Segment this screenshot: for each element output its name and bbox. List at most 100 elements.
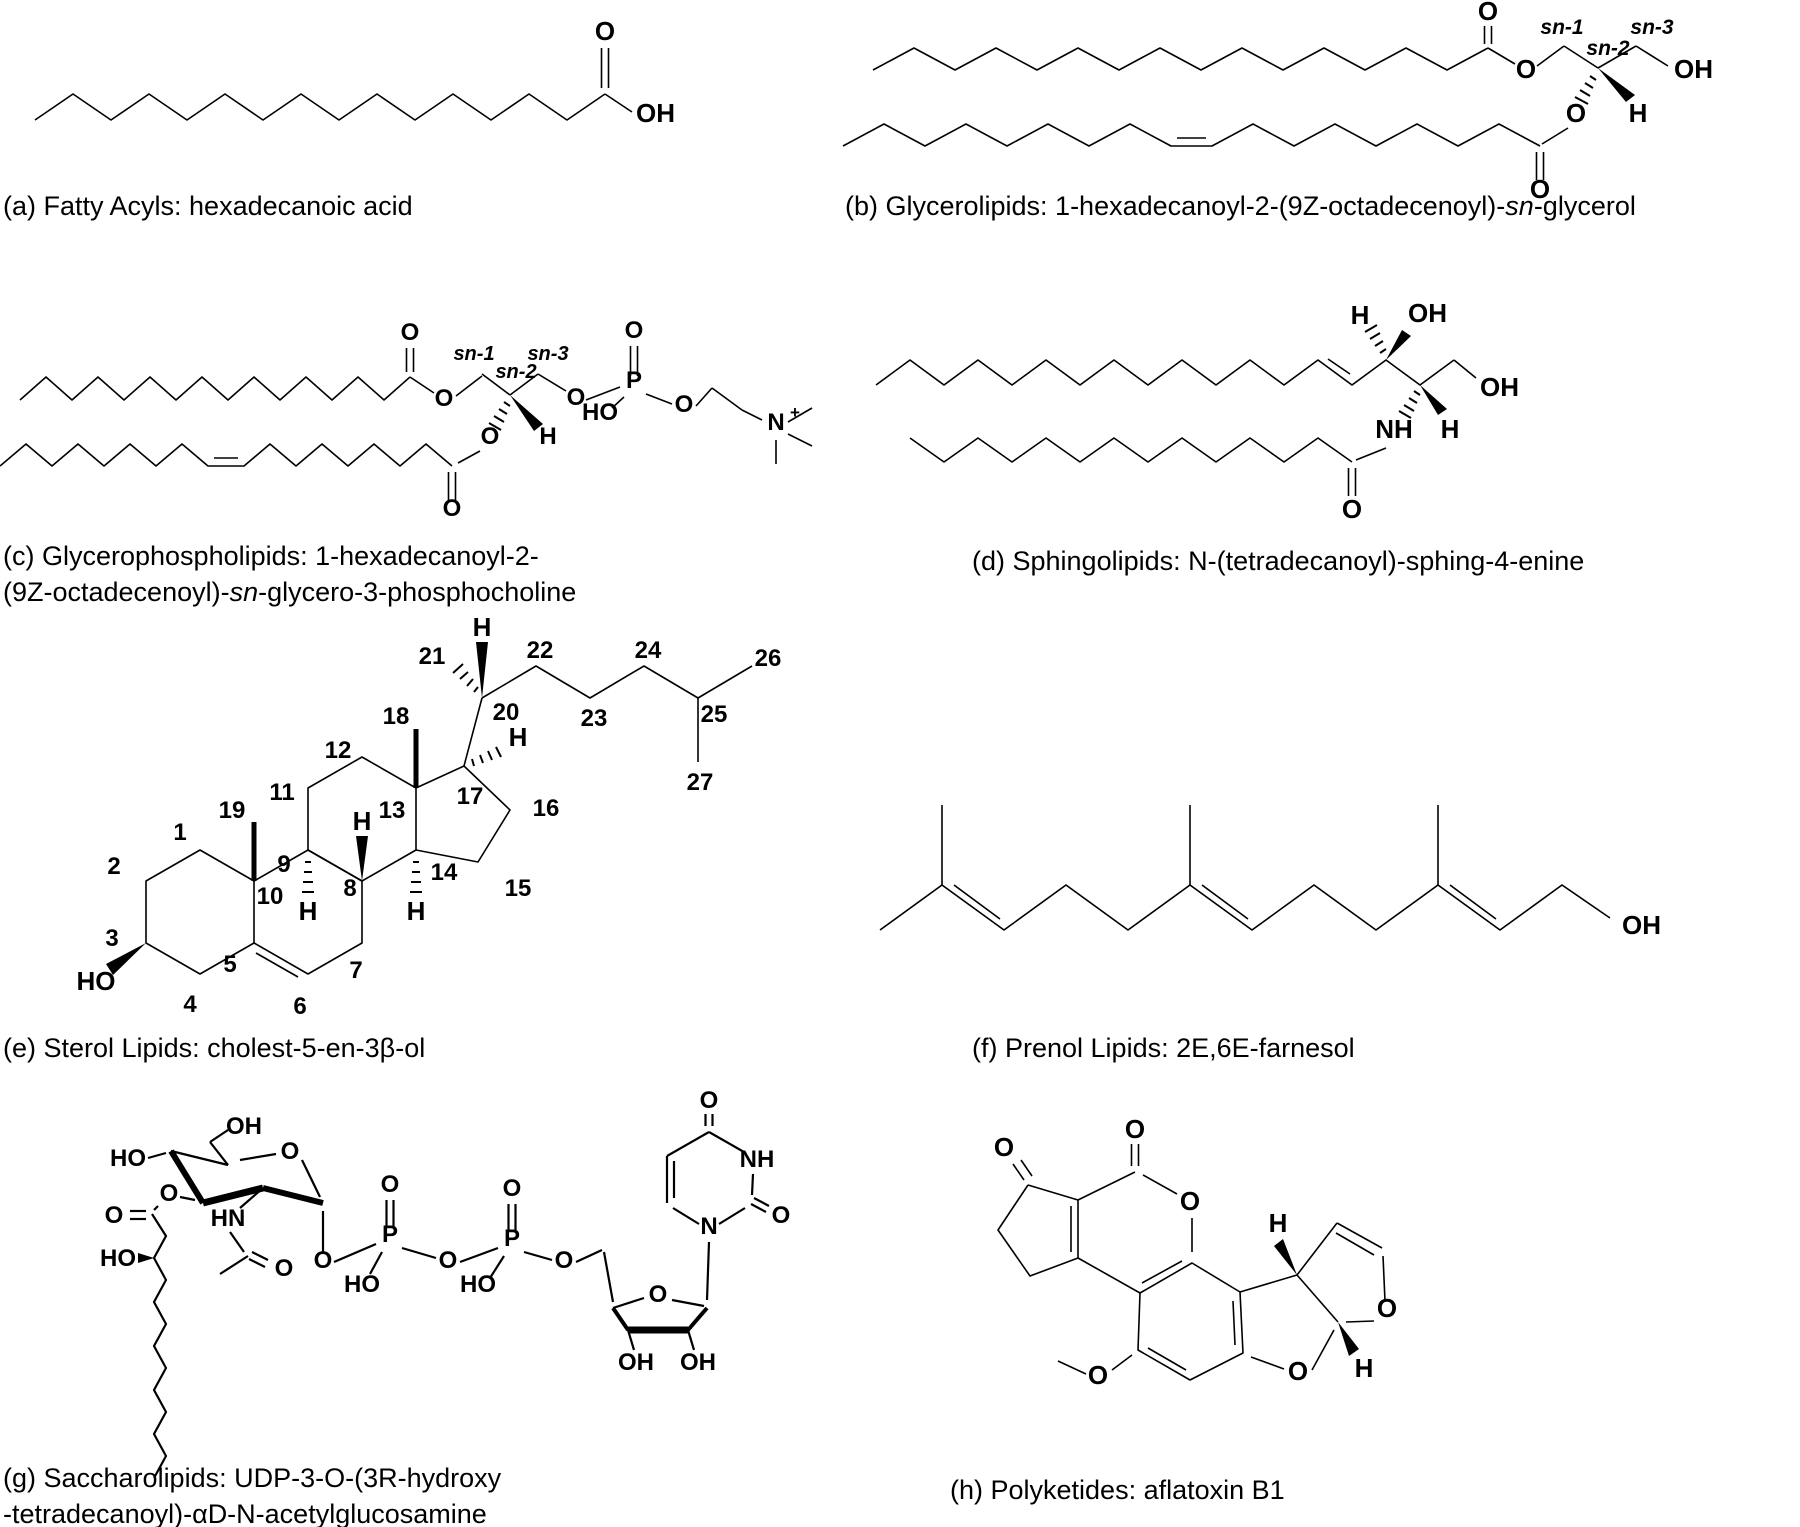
sn1-label: sn-1 xyxy=(1540,16,1583,39)
carbon-number-18: 18 xyxy=(383,703,410,730)
sn2-o-label: O xyxy=(1566,98,1586,128)
amide-nh-label: NH xyxy=(1375,414,1413,444)
c3-oh-wedge xyxy=(1386,330,1411,360)
panel-glycerolipids: O O sn-1 sn-2 sn-3 OH O H O (b) Glycerol… xyxy=(840,0,1800,240)
carbon-number-11: 11 xyxy=(269,779,294,806)
carbon-number-25: 25 xyxy=(701,701,728,728)
anomeric-o-label: O xyxy=(314,1247,333,1274)
caption-d: (d) Sphingolipids: N-(tetradecanoyl)-sph… xyxy=(972,546,1585,576)
ribose-o-label: O xyxy=(649,1281,668,1308)
sn2-h-wedge xyxy=(510,395,543,431)
ceramide-structure: H OH OH NH H O xyxy=(875,298,1519,524)
side-chain xyxy=(452,642,753,767)
fused-furan-o-label: O xyxy=(1288,1356,1308,1386)
phosphorus-label: P xyxy=(626,367,642,394)
carbon-number-14: 14 xyxy=(431,859,458,886)
diacylglycerol-structure: O O sn-1 sn-2 sn-3 OH O H O xyxy=(842,0,1713,204)
c2-h-wedge xyxy=(1420,385,1447,415)
bottom-h-label: H xyxy=(1355,1353,1374,1383)
c17-h-label: H xyxy=(509,722,528,752)
top-h-wedge xyxy=(1274,1239,1297,1275)
c9-h-label: H xyxy=(299,896,318,926)
c8-h-wedge xyxy=(356,836,368,881)
c3-ho-label: HO xyxy=(77,966,116,996)
ribose-oh1-label: OH xyxy=(618,1349,654,1376)
acetyl-o-label: O xyxy=(275,1255,294,1282)
carbon-number-10: 10 xyxy=(257,883,284,910)
caption-g: (g) Saccharolipids: UDP-3-O-(3R-hydroxy-… xyxy=(3,1463,502,1527)
pyrophosphate-bridge xyxy=(321,1200,615,1303)
c3-h-hashed-bond xyxy=(1364,324,1387,354)
n-acetyl-group xyxy=(219,1187,269,1275)
carbon-numbering: 1 2 3 4 5 6 7 8 9 10 11 12 13 14 15 16 1… xyxy=(105,637,781,1020)
c17-h-hashed-bond xyxy=(471,746,502,767)
farnesol-oh-label: OH xyxy=(1622,910,1661,940)
hexadecanoyl-chain xyxy=(872,26,1516,71)
carbon-number-5: 5 xyxy=(223,951,236,978)
c3-ho-wedge xyxy=(106,943,146,975)
ketone-o-label: O xyxy=(994,1132,1014,1162)
panel-fatty-acyls: O OH (a) Fatty Acyls: hexadecanoic acid xyxy=(0,0,840,240)
caption-b: (b) Glycerolipids: 1-hexadecanoyl-2-(9Z-… xyxy=(845,191,1636,221)
sn3-label: sn-3 xyxy=(527,343,568,365)
isoprenoid-chain xyxy=(879,805,1611,931)
phosphorus1-label: P xyxy=(382,1221,398,1248)
sn3-label: sn-3 xyxy=(1630,16,1674,39)
panel-sphingolipids: H OH OH NH H O (d) Sphingolipids: N-(tet… xyxy=(840,250,1800,600)
ester1-carbonyl-o-label: O xyxy=(1478,0,1498,26)
c1-oh-label: OH xyxy=(1480,372,1519,402)
ester1-carbonyl-o-label: O xyxy=(401,319,420,346)
c14-h-label: H xyxy=(407,896,426,926)
choline-charge-label: + xyxy=(790,403,800,422)
benzene-ring xyxy=(1137,1262,1244,1381)
c2-h-label: H xyxy=(1441,414,1460,444)
phosphate-double-o-label: O xyxy=(625,317,644,344)
glucosamine-ring xyxy=(147,1129,324,1207)
carbon-number-27: 27 xyxy=(687,769,714,796)
caption-a: (a) Fatty Acyls: hexadecanoic acid xyxy=(3,191,413,221)
ester1-o-label: O xyxy=(1516,54,1536,84)
farnesol-structure: OH xyxy=(879,805,1661,940)
panel-sterol-lipids: 1 2 3 4 5 6 7 8 9 10 11 12 13 14 15 16 1… xyxy=(0,560,840,1080)
carbon-chain xyxy=(34,48,633,121)
acyl-carbonyl-o-label: O xyxy=(105,1202,124,1229)
carbon-number-17: 17 xyxy=(457,783,484,810)
c8-h-label: H xyxy=(353,806,372,836)
hexadecanoic-acid-structure: O OH xyxy=(34,16,675,128)
sphingosine-chain xyxy=(875,324,1477,419)
sn2-label: sn-2 xyxy=(495,361,536,383)
caption-e: (e) Sterol Lipids: cholest-5-en-3β-ol xyxy=(3,1033,426,1063)
chain-ho-wedge xyxy=(138,1253,154,1263)
panel-polyketides: O O O O H O H O (h) Polyketides: aflatox… xyxy=(940,1080,1800,1527)
phosphate1-double-o-label: O xyxy=(381,1171,400,1198)
cyclopentenone-ring xyxy=(997,1159,1079,1277)
octadecenoyl-chain xyxy=(842,123,1569,180)
caption-c: (c) Glycerophospholipids: 1-hexadecanoyl… xyxy=(3,541,577,607)
top-h-label: H xyxy=(1269,1208,1288,1238)
phosphatidylcholine-structure: O O sn-1 sn-2 sn-3 O P O HO O N + O H O xyxy=(0,317,813,522)
uracil-ring xyxy=(665,1114,770,1301)
carbonyl-oxygen-label: O xyxy=(595,16,615,46)
carbon-number-22: 22 xyxy=(527,637,554,664)
ribose-ring xyxy=(611,1296,709,1351)
ester1-o-label: O xyxy=(435,385,454,412)
chain-ho-label: HO xyxy=(100,1245,136,1272)
acetamido-hn-label: HN xyxy=(211,1205,246,1232)
sn2-h-label: H xyxy=(1629,98,1648,128)
phosphate-ho-label: HO xyxy=(582,399,618,426)
carbon-number-4: 4 xyxy=(183,991,197,1018)
cholesterol-structure: 1 2 3 4 5 6 7 8 9 10 11 12 13 14 15 16 1… xyxy=(77,612,782,1020)
uracil-nh-label: NH xyxy=(740,1146,775,1173)
sn2-h-label: H xyxy=(539,423,556,450)
sn2-o-label: O xyxy=(481,423,500,450)
phosphate1-ho-label: HO xyxy=(344,1271,380,1298)
choline-n-label: N xyxy=(767,409,784,436)
ester2-carbonyl-o-label: O xyxy=(443,495,462,522)
carbon-number-13: 13 xyxy=(379,797,406,824)
phosphate2-double-o-label: O xyxy=(503,1175,522,1202)
sn2-hashed-bond xyxy=(488,401,511,431)
carbon-number-12: 12 xyxy=(325,737,352,764)
c20-h-wedge xyxy=(476,642,488,698)
carbon-number-19: 19 xyxy=(219,797,246,824)
